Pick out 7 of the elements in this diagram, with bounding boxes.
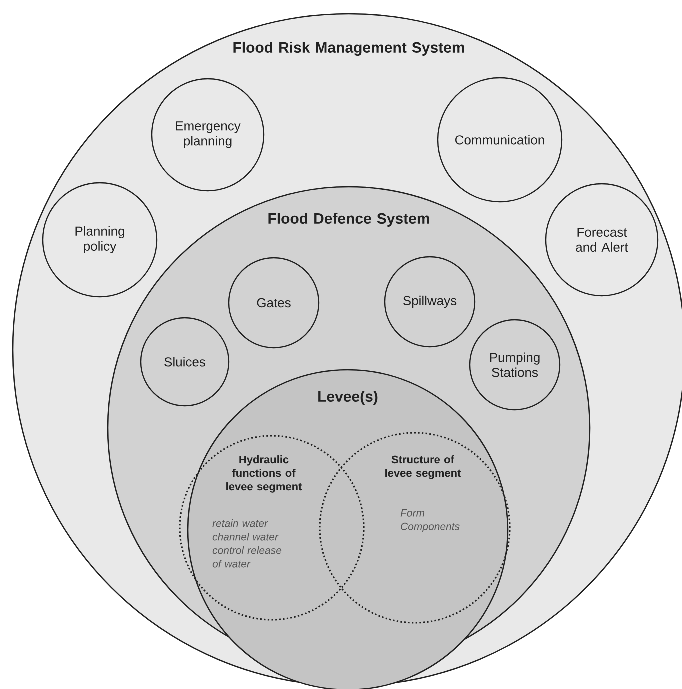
- circle-title: Levee(s): [318, 391, 378, 405]
- circle-heading: Structure of levee segment: [386, 456, 462, 480]
- item-list: retain water channel water control release of water: [212, 520, 282, 568]
- circle-heading: Hydraulic functions of levee segment: [226, 456, 302, 493]
- circle-title: Flood Risk Management System: [234, 42, 464, 56]
- item-list: Form Components: [400, 510, 460, 532]
- circle-title: Flood Defence System: [268, 213, 430, 227]
